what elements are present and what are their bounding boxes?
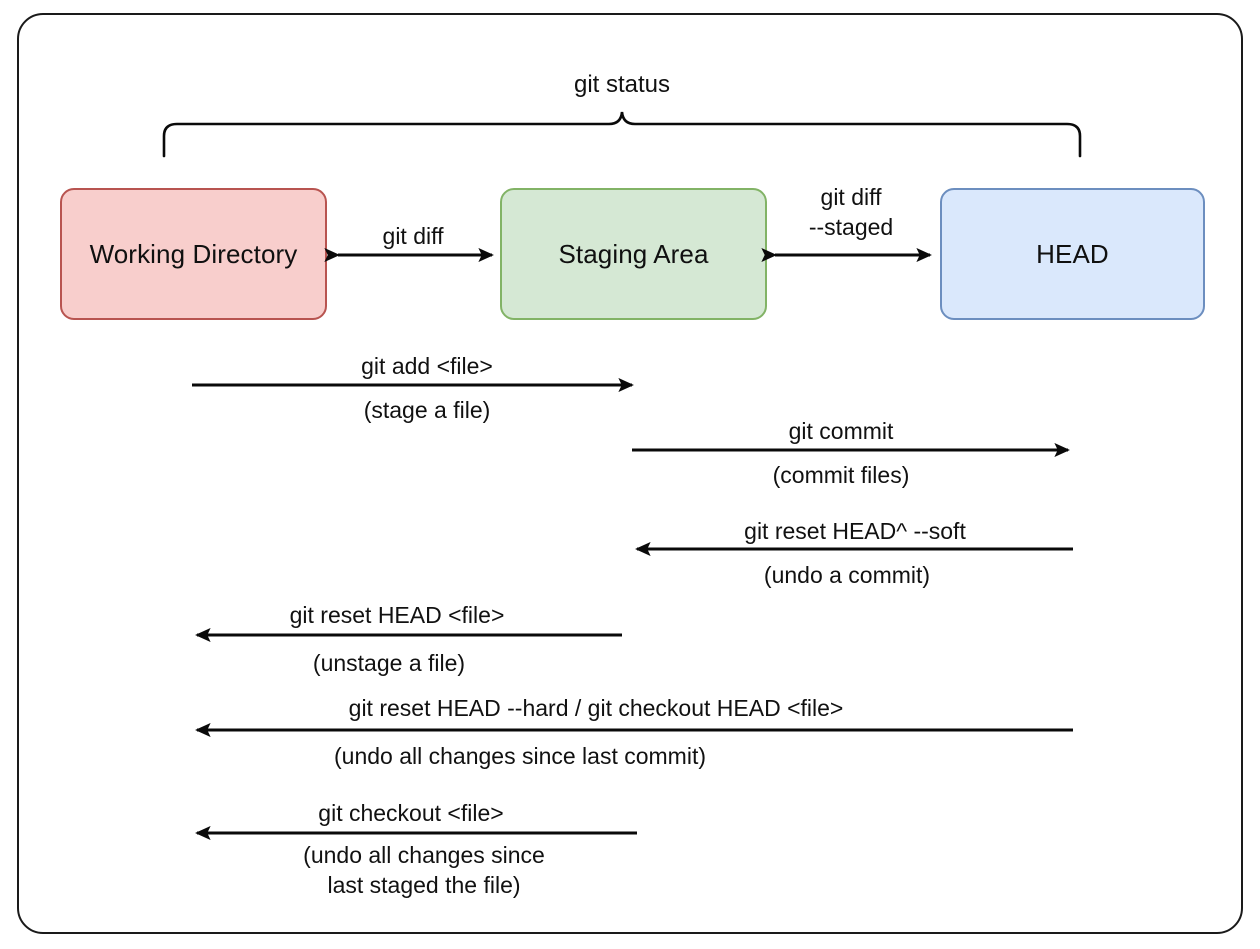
stage-label-staging-area: Staging Area [558, 238, 709, 269]
git-checkout-file-description-line2: last staged the file) [327, 872, 521, 898]
git-commit-description-label: (commit files) [772, 462, 910, 488]
git-reset-head-file-command-label: git reset HEAD <file> [289, 602, 505, 628]
git-reset-hard-description-label: (undo all changes since last commit) [334, 743, 706, 769]
git-reset-hard-command-label: git reset HEAD --hard / git checkout HEA… [348, 695, 844, 721]
git-reset-soft-command-label: git reset HEAD^ --soft [744, 518, 966, 544]
git-checkout-file-description-line1: (undo all changes since [303, 842, 545, 868]
git-add-command-label: git add <file> [361, 353, 493, 379]
git-diff-staged-label-line1: git diff [820, 184, 882, 210]
stage-label-head: HEAD [1036, 238, 1109, 269]
git-diff-label: git diff [382, 223, 444, 249]
diagram-frame [17, 13, 1243, 934]
git-diff-staged-label-line2: --staged [808, 214, 894, 240]
stage-box-head[interactable]: HEAD [940, 188, 1205, 320]
git-add-description-label: (stage a file) [363, 397, 491, 423]
stage-label-working-directory: Working Directory [89, 238, 298, 269]
stage-box-staging-area[interactable]: Staging Area [500, 188, 767, 320]
git-checkout-file-command-label: git checkout <file> [318, 800, 504, 826]
git-reset-soft-description-label: (undo a commit) [763, 562, 931, 588]
git-commit-command-label: git commit [788, 418, 894, 444]
stage-box-working-directory[interactable]: Working Directory [60, 188, 327, 320]
git-status-label: git status [573, 71, 671, 98]
git-reset-head-file-description-label: (unstage a file) [312, 650, 466, 676]
